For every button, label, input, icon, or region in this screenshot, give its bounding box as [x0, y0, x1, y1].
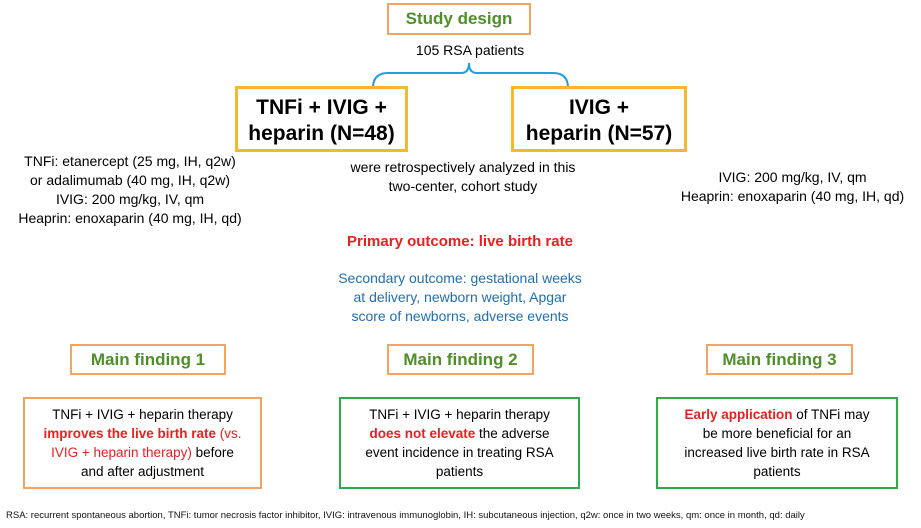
arm-combined-box: TNFi + IVIG + heparin (N=48) [235, 86, 408, 152]
analysis-line: were retrospectively analyzed in this [350, 159, 576, 175]
finding1-title: Main finding 1 [90, 350, 206, 369]
secondary-outcome-line: Secondary outcome: gestational weeks [338, 270, 582, 286]
abbreviations-footnote: RSA: recurrent spontaneous abortion, TNF… [6, 510, 805, 521]
regimen-line: IVIG: 200 mg/kg, IV, qm [718, 169, 867, 185]
finding3-highlight: Early application [684, 407, 793, 422]
finding1-highlight: improves the live birth rate [43, 426, 217, 441]
finding1-line: improves the live birth rate (vs. [25, 424, 260, 443]
finding1-post2a: IVIG + heparin therapy) [51, 445, 192, 460]
finding1-line: TNFi + IVIG + heparin therapy [52, 407, 233, 422]
finding2-box: TNFi + IVIG + heparin therapy does not e… [339, 397, 580, 489]
finding1-line: and after adjustment [80, 464, 205, 479]
finding3-line: Early application of TNFi may [658, 405, 896, 424]
finding3-line: increased live birth rate in RSA [684, 445, 870, 460]
finding1-line: IVIG + heparin therapy) before [25, 443, 260, 462]
finding3-line: patients [753, 464, 801, 479]
finding2-highlight: does not elevate [369, 426, 476, 441]
patients-count: 105 RSA patients [415, 42, 525, 58]
analysis-line: two-center, cohort study [388, 178, 538, 194]
arm-control-regimen: IVIG: 200 mg/kg, IV, qm Heaprin: enoxapa… [664, 168, 921, 206]
finding1-post1: (vs. [216, 426, 242, 441]
primary-outcome: Primary outcome: live birth rate [347, 233, 573, 250]
finding2-title: Main finding 2 [403, 350, 518, 369]
study-design-title: Study design [405, 9, 513, 28]
regimen-line: TNFi: etanercept (25 mg, IH, q2w) [24, 153, 236, 169]
arm-control-line2: heparin (N=57) [525, 122, 673, 145]
regimen-line: Heaprin: enoxaparin (40 mg, IH, qd) [18, 210, 242, 226]
finding3-box: Early application of TNFi may be more be… [656, 397, 898, 489]
arm-combined-line2: heparin (N=48) [248, 122, 395, 145]
finding2-line: patients [435, 464, 484, 479]
finding1-title-box: Main finding 1 [70, 344, 226, 375]
secondary-outcome-line: score of newborns, adverse events [351, 308, 569, 324]
regimen-line: or adalimumab (40 mg, IH, q2w) [30, 172, 230, 188]
finding1-box: TNFi + IVIG + heparin therapy improves t… [23, 397, 262, 489]
finding2-line: event incidence in treating RSA [365, 445, 554, 460]
study-design-title-box: Study design [387, 3, 531, 35]
finding1-post2b: before [191, 445, 234, 460]
regimen-line: Heaprin: enoxaparin (40 mg, IH, qd) [680, 188, 905, 204]
finding3-post1: of TNFi may [792, 407, 870, 422]
finding2-post1: the adverse [475, 426, 550, 441]
arm-control-box: IVIG + heparin (N=57) [511, 86, 687, 152]
secondary-outcome-line: at delivery, newborn weight, Apgar [353, 289, 567, 305]
finding2-line: TNFi + IVIG + heparin therapy [369, 407, 550, 422]
finding3-title: Main finding 3 [722, 350, 837, 369]
analysis-description: were retrospectively analyzed in this tw… [318, 158, 608, 196]
arm-combined-line1: TNFi + IVIG + [256, 96, 387, 119]
secondary-outcome: Secondary outcome: gestational weeks at … [290, 269, 630, 326]
regimen-line: IVIG: 200 mg/kg, IV, qm [55, 191, 205, 207]
arm-combined-regimen: TNFi: etanercept (25 mg, IH, q2w) or ada… [0, 152, 260, 228]
finding2-title-box: Main finding 2 [387, 344, 534, 375]
finding2-line: does not elevate the adverse [341, 424, 578, 443]
arm-control-line1: IVIG + [568, 96, 630, 119]
finding3-title-box: Main finding 3 [706, 344, 853, 375]
finding3-line: be more beneficial for an [702, 426, 852, 441]
